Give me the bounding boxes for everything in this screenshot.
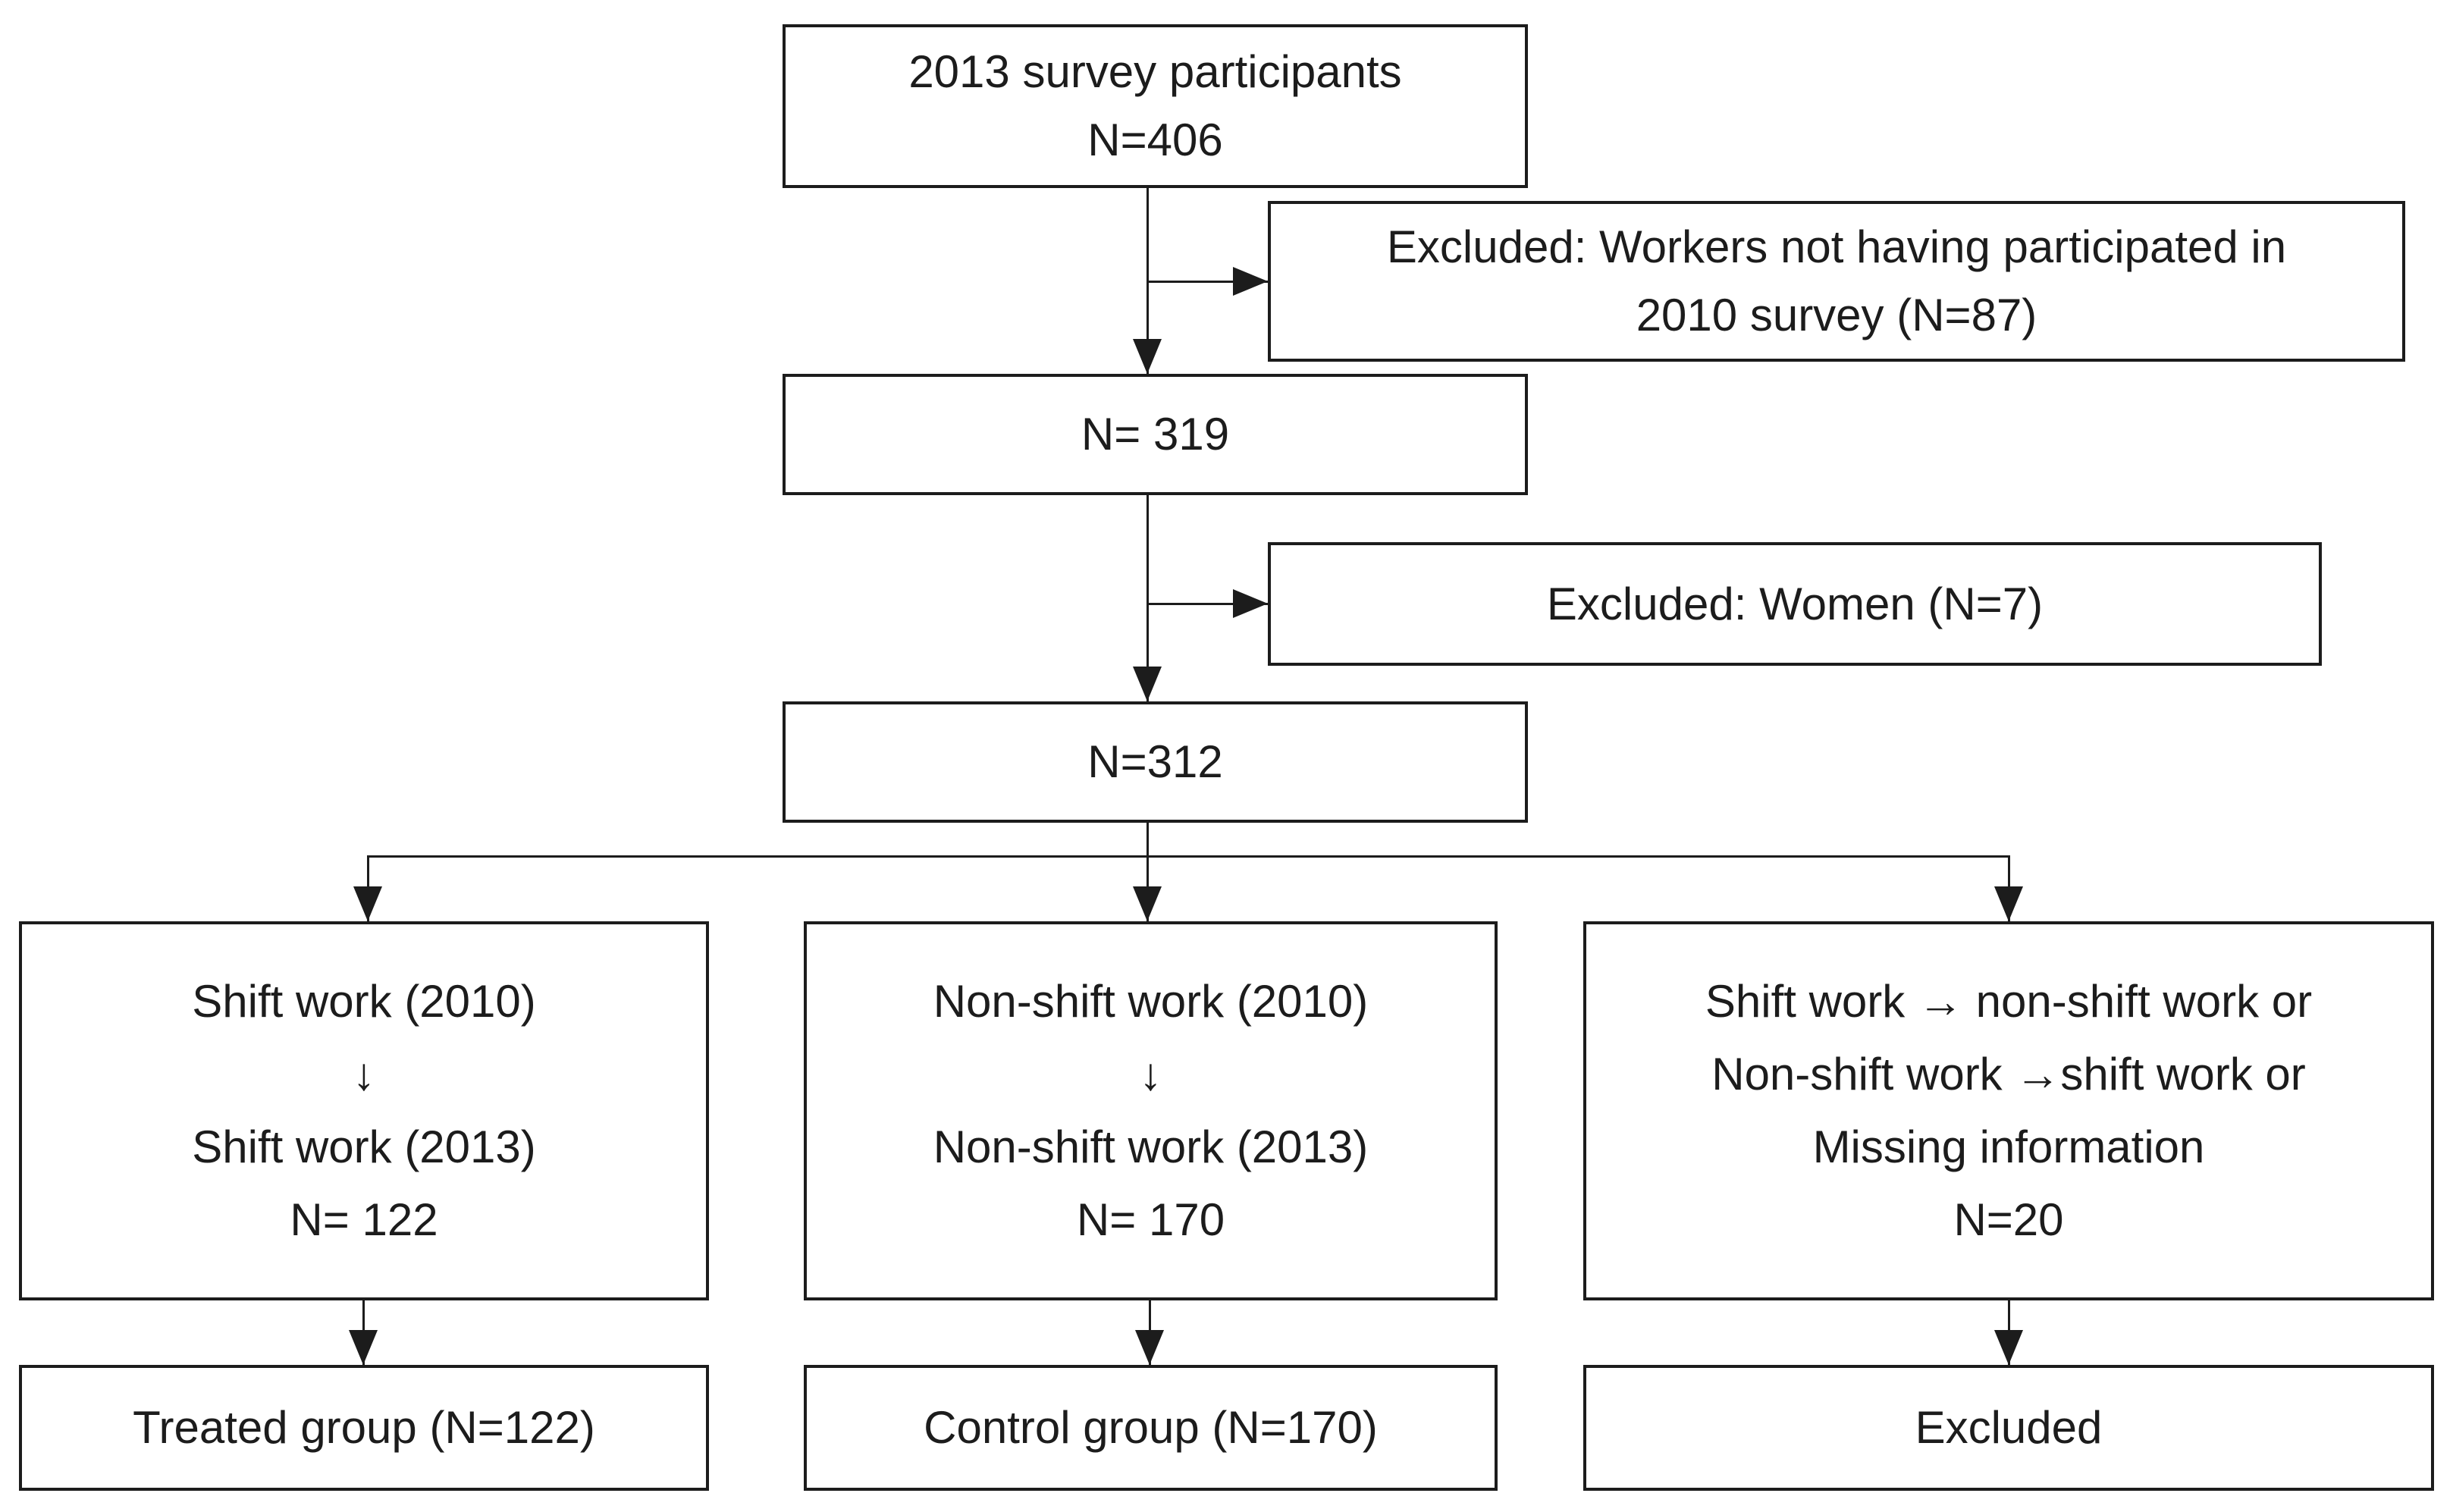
- node-text-line: Excluded: Women (N=7): [1546, 578, 2044, 629]
- node-count-line: N= 319: [1081, 409, 1230, 460]
- node-excluded-women: Excluded: Women (N=7): [1268, 542, 2322, 666]
- connector-n319-to-n312: [1147, 495, 1149, 701]
- connector-branch-to-excluded-2010: [1147, 281, 1268, 283]
- arrowhead-down-icon: [1994, 886, 2023, 921]
- node-excluded-final: Excluded: [1583, 1365, 2434, 1491]
- node-text-line: 2010 survey (N=87): [1636, 290, 2037, 340]
- node-shift-work-group: Shift work (2010) ↓ Shift work (2013) N=…: [19, 921, 709, 1300]
- node-text-line: Non-shift work →shift work or: [1711, 1049, 2306, 1099]
- down-arrow-glyph: ↓: [353, 1049, 375, 1099]
- node-n-312: N=312: [783, 701, 1528, 823]
- node-text-line: Excluded: Workers not having participate…: [1386, 221, 2287, 272]
- node-text-line: Shift work → non-shift work or: [1705, 976, 2313, 1027]
- node-text-line: Treated group (N=122): [133, 1402, 595, 1453]
- node-count-line: N=406: [1087, 114, 1223, 165]
- node-n-319: N= 319: [783, 374, 1528, 495]
- connector-branch-to-excluded-women: [1147, 603, 1268, 605]
- connector-branch-horizontal: [367, 855, 2010, 858]
- node-text-line: Control group (N=170): [924, 1402, 1378, 1453]
- node-text-line: 2013 survey participants: [908, 46, 1402, 97]
- arrowhead-down-icon: [1133, 339, 1162, 374]
- arrowhead-right-icon: [1233, 267, 1268, 296]
- node-text-line: Shift work (2010): [192, 976, 536, 1027]
- node-control-group: Control group (N=170): [804, 1365, 1498, 1491]
- arrowhead-down-icon: [349, 1330, 378, 1365]
- arrowhead-down-icon: [1135, 1330, 1164, 1365]
- node-text-line: Non-shift work (2013): [933, 1121, 1369, 1172]
- node-text-line: Non-shift work (2010): [933, 976, 1369, 1027]
- node-treated-group: Treated group (N=122): [19, 1365, 709, 1491]
- arrowhead-down-icon: [1994, 1330, 2023, 1365]
- node-count-line: N=20: [1953, 1194, 2064, 1245]
- node-text-line: Excluded: [1915, 1402, 2103, 1453]
- arrowhead-down-icon: [353, 886, 382, 921]
- arrowhead-right-icon: [1233, 589, 1268, 618]
- node-count-line: N= 170: [1076, 1194, 1225, 1245]
- arrowhead-down-icon: [1133, 667, 1162, 701]
- node-non-shift-work-group: Non-shift work (2010) ↓ Non-shift work (…: [804, 921, 1498, 1300]
- down-arrow-glyph: ↓: [1139, 1049, 1162, 1099]
- node-changed-or-missing-group: Shift work → non-shift work or Non-shift…: [1583, 921, 2434, 1300]
- node-text-line: Missing information: [1812, 1121, 2205, 1172]
- node-2013-survey-participants: 2013 survey participants N=406: [783, 24, 1528, 188]
- connector-n312-stem: [1147, 823, 1149, 858]
- node-count-line: N= 122: [290, 1194, 438, 1245]
- node-text-line: Shift work (2013): [192, 1121, 536, 1172]
- node-excluded-not-in-2010-survey: Excluded: Workers not having participate…: [1268, 201, 2405, 362]
- arrowhead-down-icon: [1133, 886, 1162, 921]
- node-count-line: N=312: [1087, 736, 1223, 787]
